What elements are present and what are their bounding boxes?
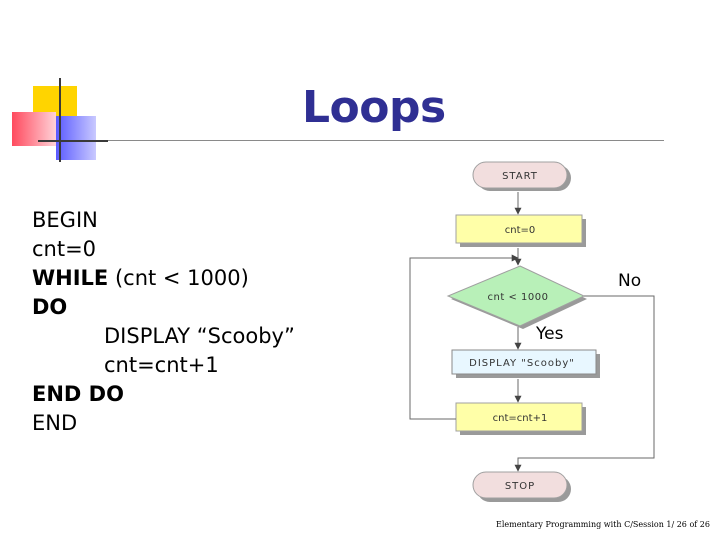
display-node: DISPLAY "Scooby" bbox=[451, 349, 600, 378]
while-keyword: WHILE bbox=[32, 266, 109, 290]
connectors bbox=[409, 192, 655, 472]
title-rule bbox=[108, 140, 664, 141]
logo-vertical-line bbox=[59, 78, 61, 162]
start-node: START bbox=[472, 161, 571, 191]
yes-label: Yes bbox=[535, 324, 564, 344]
condition-node: cnt < 1000 bbox=[446, 265, 587, 329]
footer: Elementary Programming with C/Session 1/… bbox=[496, 520, 710, 529]
logo-blue-square bbox=[56, 116, 96, 160]
code-line-increment: cnt=cnt+1 bbox=[104, 353, 219, 377]
arrow-no-exit bbox=[514, 295, 655, 472]
flowchart: START cnt=0 cnt < 1000 DISPLAY "Scooby" … bbox=[409, 161, 655, 502]
stop-node: STOP bbox=[472, 471, 571, 502]
svg-text:DISPLAY "Scooby": DISPLAY "Scooby" bbox=[469, 358, 575, 369]
loop-back-arrow bbox=[409, 254, 519, 420]
pseudocode: BEGIN cnt=0 WHILE (cnt < 1000) DO DISPLA… bbox=[32, 206, 295, 438]
code-line-end-do: END DO bbox=[32, 382, 124, 406]
svg-text:START: START bbox=[502, 171, 538, 182]
svg-text:STOP: STOP bbox=[505, 481, 535, 492]
svg-text:cnt < 1000: cnt < 1000 bbox=[488, 292, 549, 303]
code-line-end: END bbox=[32, 411, 78, 435]
svg-text:cnt=cnt+1: cnt=cnt+1 bbox=[493, 413, 548, 424]
logo bbox=[0, 0, 110, 170]
code-line-do: DO bbox=[32, 295, 68, 319]
slide-title: Loops bbox=[302, 82, 446, 133]
code-line-display: DISPLAY “Scooby” bbox=[104, 324, 295, 348]
code-line-begin: BEGIN bbox=[32, 208, 98, 232]
svg-text:cnt=0: cnt=0 bbox=[505, 225, 536, 236]
while-condition: (cnt < 1000) bbox=[108, 266, 249, 290]
init-node: cnt=0 bbox=[455, 214, 586, 247]
no-label: No bbox=[618, 271, 641, 291]
code-line-init: cnt=0 bbox=[32, 237, 97, 261]
increment-node: cnt=cnt+1 bbox=[455, 402, 586, 435]
logo-horizontal-line bbox=[38, 140, 108, 142]
code-line-while: WHILE (cnt < 1000) bbox=[32, 264, 295, 293]
